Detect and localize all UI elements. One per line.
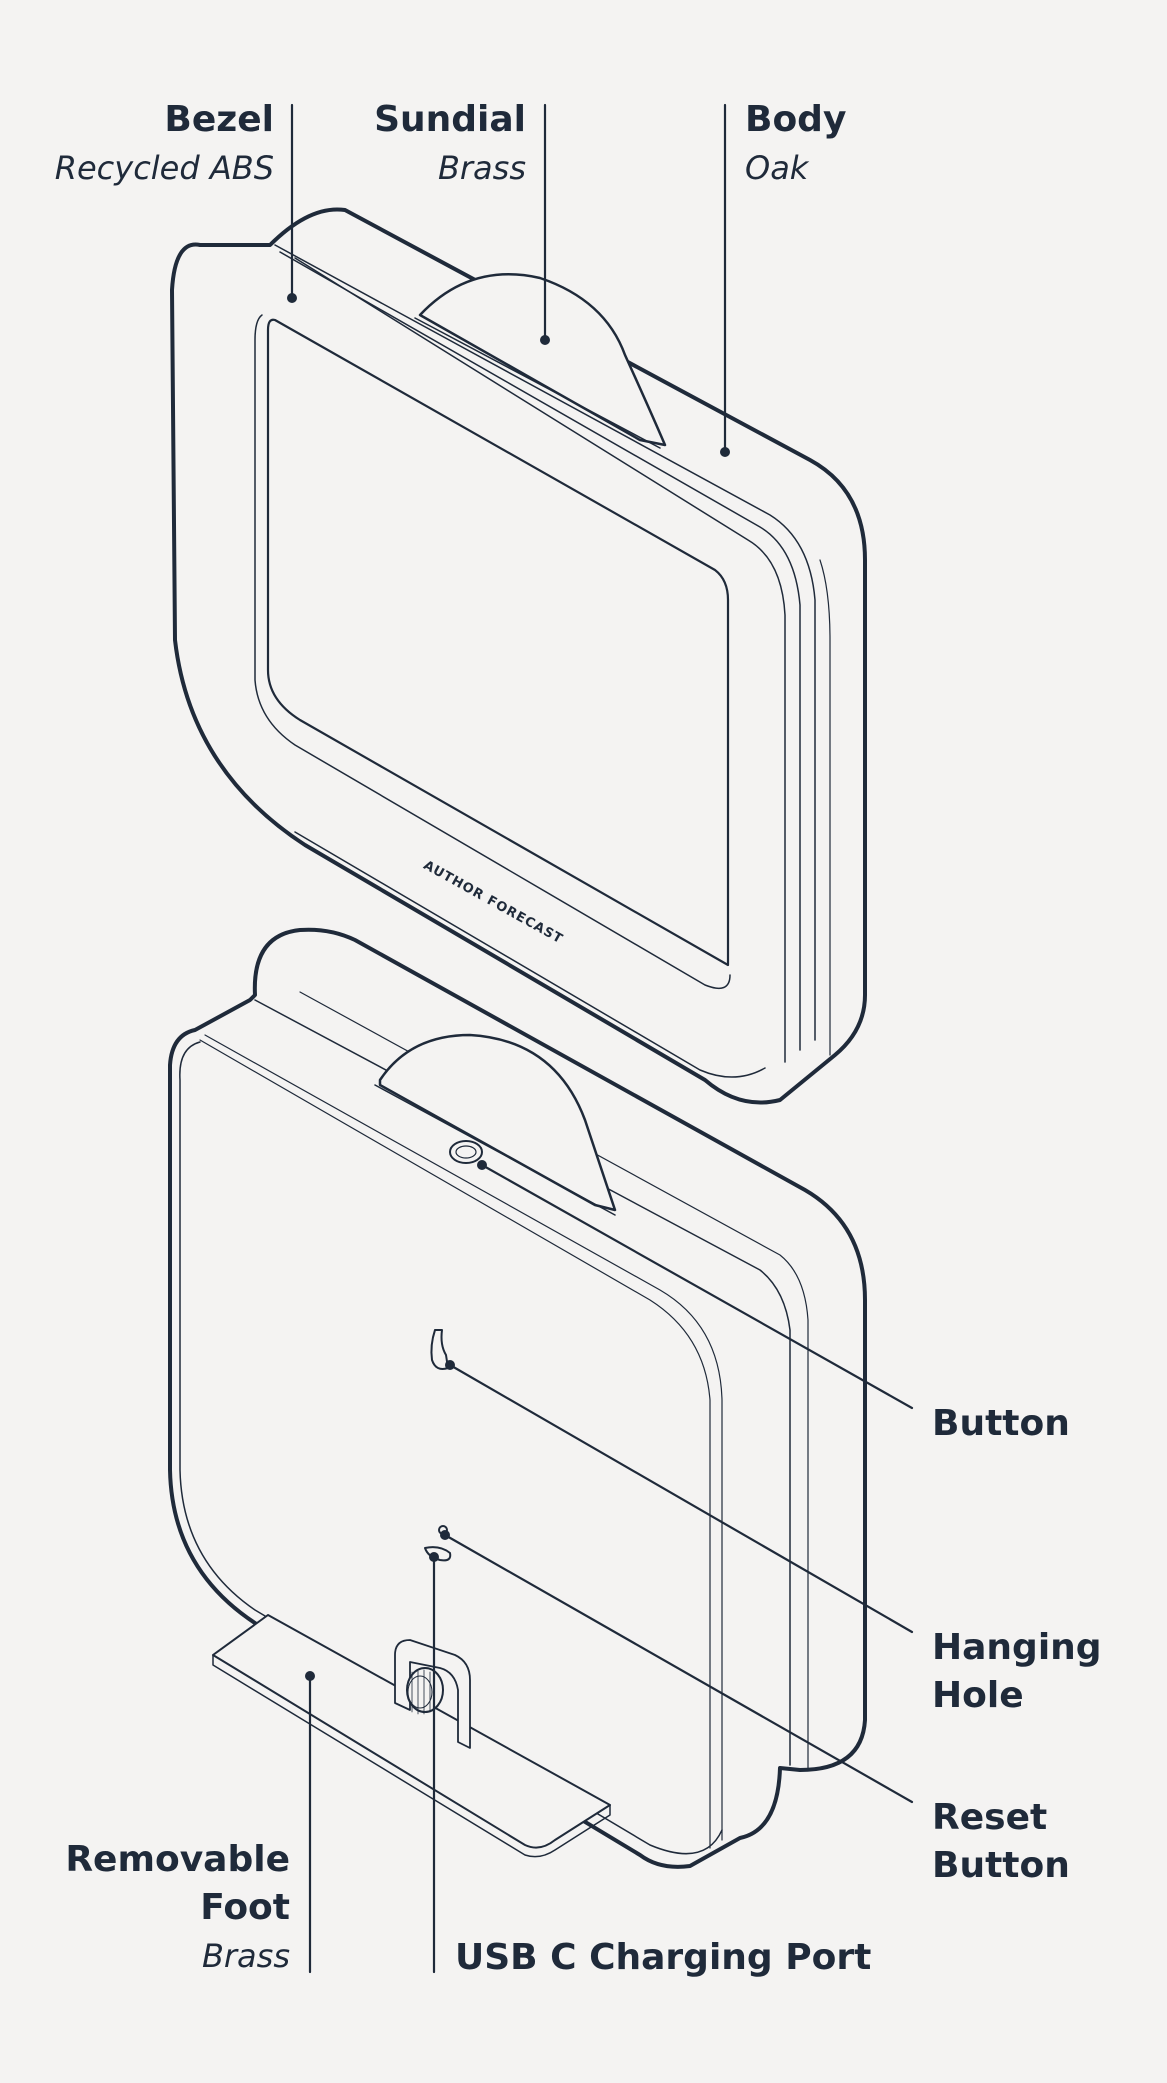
leader-dots	[287, 293, 730, 1681]
sundial-front-shape	[418, 273, 667, 447]
callout-removable-foot-line1: Removable	[65, 1839, 290, 1880]
callout-button: Button	[932, 1406, 1070, 1442]
hanging-hole-shape	[430, 1329, 449, 1370]
callout-reset-button-line2: Button	[932, 1845, 1070, 1886]
callout-hanging-hole-line1: Hanging	[932, 1627, 1102, 1668]
callout-body-name: Body	[745, 99, 847, 140]
callout-usb-port-name: USB C Charging Port	[455, 1937, 872, 1978]
callout-sundial-name: Sundial	[374, 99, 526, 140]
callout-bezel-name: Bezel	[164, 99, 274, 140]
callout-sundial: Sundial Brass	[340, 99, 526, 187]
callout-sundial-material: Brass	[437, 149, 526, 187]
callout-removable-foot: Removable Foot Brass	[40, 1839, 290, 1975]
leader-lines	[290, 103, 914, 1974]
front-unit-illustration	[170, 207, 867, 1105]
callout-body-material: Oak	[745, 149, 809, 187]
callout-bezel: Bezel Recycled ABS	[40, 99, 274, 187]
callout-hanging-hole: Hanging Hole	[932, 1630, 1102, 1714]
back-unit-outline	[168, 927, 867, 1869]
callout-reset-button-line1: Reset	[932, 1797, 1048, 1838]
screen-outline	[266, 318, 730, 967]
callout-hanging-hole-line2: Hole	[932, 1675, 1024, 1716]
callout-usb-port: USB C Charging Port	[455, 1940, 871, 1976]
callout-removable-foot-material: Brass	[201, 1937, 290, 1975]
callout-removable-foot-line2: Foot	[200, 1887, 290, 1928]
callout-reset-button: Reset Button	[932, 1800, 1070, 1884]
front-unit-outline	[170, 207, 867, 1105]
back-unit-illustration	[168, 927, 867, 1869]
sundial-back-shape	[378, 1033, 617, 1212]
button-shape	[449, 1140, 483, 1164]
callout-body: Body Oak	[745, 99, 847, 187]
callout-bezel-material: Recycled ABS	[54, 149, 274, 187]
callout-button-name: Button	[932, 1403, 1070, 1444]
